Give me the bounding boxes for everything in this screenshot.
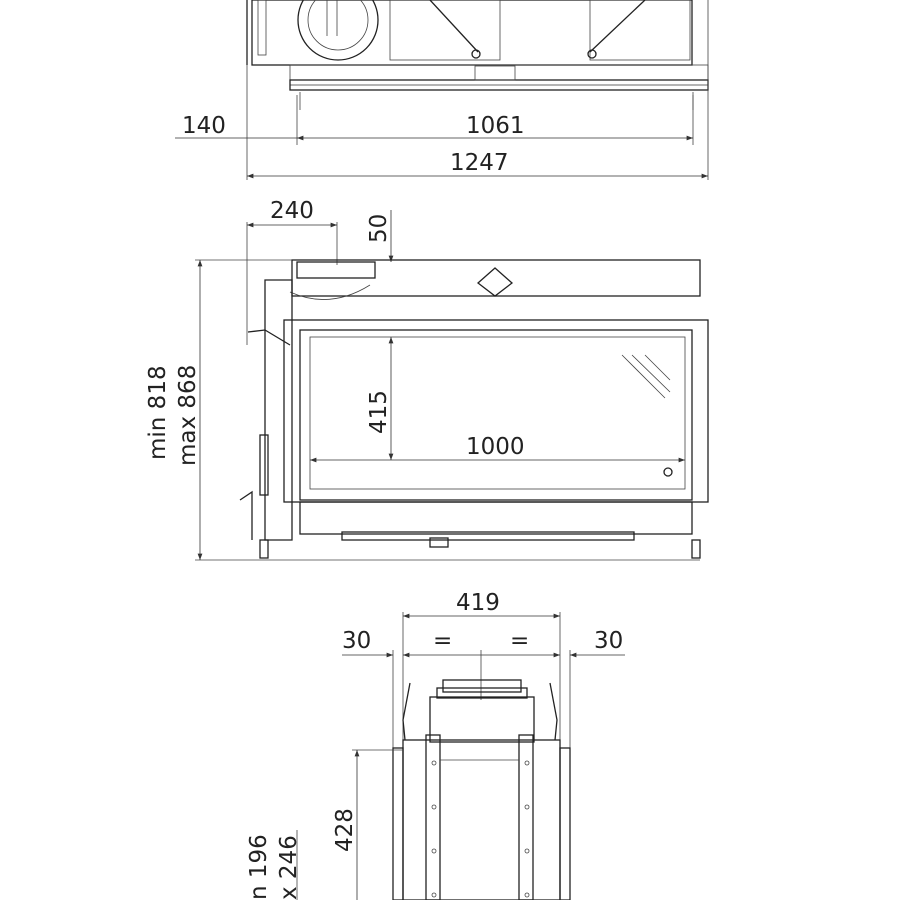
glass-door: [309, 336, 686, 490]
dim-label-1061: 1061: [466, 113, 525, 139]
top-view: 140 1061 1247: [175, 0, 709, 180]
flue-collar: [297, 0, 379, 61]
dim-label-max-868: max 868: [175, 365, 201, 466]
logo-badge: [476, 267, 514, 297]
dim-label-428: 428: [332, 808, 358, 852]
dim-label-partial-max: x 246: [276, 835, 302, 900]
bolt-holes: [431, 760, 530, 898]
dim-label-419: 419: [456, 590, 500, 616]
front-view: 240 50 min 818 max 868 415 1000: [145, 198, 709, 561]
equal-sign-left: =: [433, 628, 452, 654]
dim-label-240: 240: [270, 198, 314, 224]
dim-label-partial-min: n 196: [246, 834, 272, 900]
dim-label-30-right: 30: [594, 628, 623, 654]
dim-label-30-left: 30: [342, 628, 371, 654]
dim-label-415: 415: [366, 390, 392, 434]
dim-label-50: 50: [366, 214, 392, 243]
side-view: 419 30 30 = = 428 n 196 x 246: [246, 590, 625, 900]
dim-label-1000: 1000: [466, 434, 525, 460]
equal-sign-right: =: [510, 628, 529, 654]
dim-label-140: 140: [182, 113, 226, 139]
dim-label-min-818: min 818: [145, 365, 171, 460]
dim-label-1247: 1247: [450, 150, 509, 176]
